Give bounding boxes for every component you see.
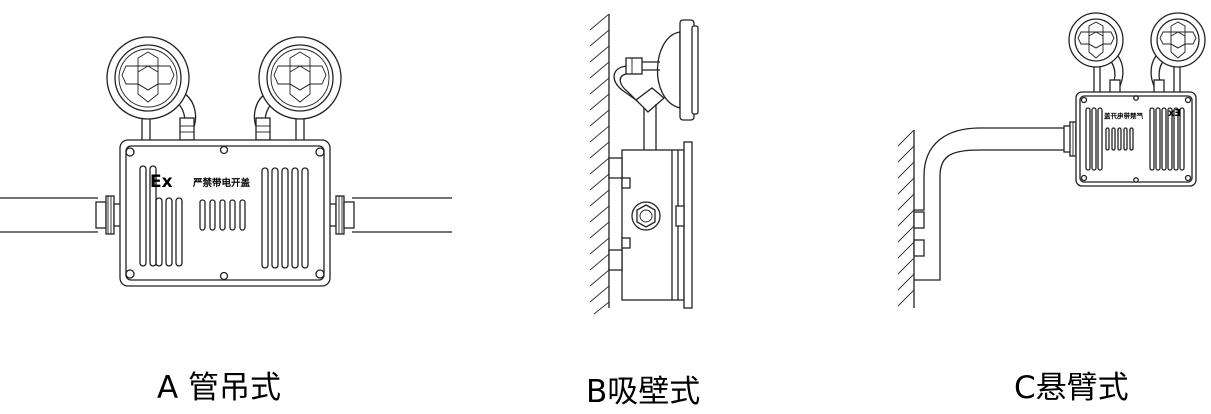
- fins-right: [261, 167, 309, 269]
- pipe-left: [0, 197, 98, 233]
- figure-c-drawing: [897, 12, 1206, 308]
- figure-c-cantilever-mount: 严禁带电开盖 Ex C悬臂式: [880, 0, 1211, 414]
- cantilever-arm: [913, 121, 1081, 281]
- enclosure-box: [119, 139, 331, 287]
- lamp-head-side: [613, 19, 699, 121]
- figure-a-pipe-mount: Ex 严禁带电开盖 A 管吊式: [0, 0, 460, 414]
- enclosure-box: [1075, 91, 1197, 187]
- wall: [589, 13, 610, 315]
- box-marking-ex: Ex: [150, 172, 173, 192]
- figure-b-drawing: [589, 13, 699, 315]
- fins-left: [139, 165, 183, 267]
- lamp-head-right: [1150, 12, 1206, 95]
- figure-a-drawing: [0, 36, 452, 287]
- pipe-right: [352, 197, 452, 233]
- cable-gland-right: [327, 195, 355, 235]
- mount-arm: [635, 87, 666, 150]
- box-warning-label: 严禁带电开盖: [193, 178, 251, 189]
- box-marking-ex: Ex: [1168, 108, 1182, 119]
- figure-b-wall-mount: B吸壁式: [560, 0, 760, 414]
- caption-b: B吸壁式: [586, 374, 701, 410]
- vents-center: [199, 199, 246, 231]
- box-warning-label: 严禁带电开盖: [1104, 112, 1143, 120]
- caption-a: A 管吊式: [157, 370, 282, 406]
- enclosure-box-side: [608, 141, 693, 309]
- lamp-head-left: [1068, 12, 1124, 95]
- lamp-head-left: [106, 36, 197, 141]
- cable-gland-left: [95, 195, 123, 235]
- lamp-head-right: [253, 36, 342, 141]
- caption-c: C悬臂式: [1014, 370, 1129, 406]
- wall: [897, 129, 915, 308]
